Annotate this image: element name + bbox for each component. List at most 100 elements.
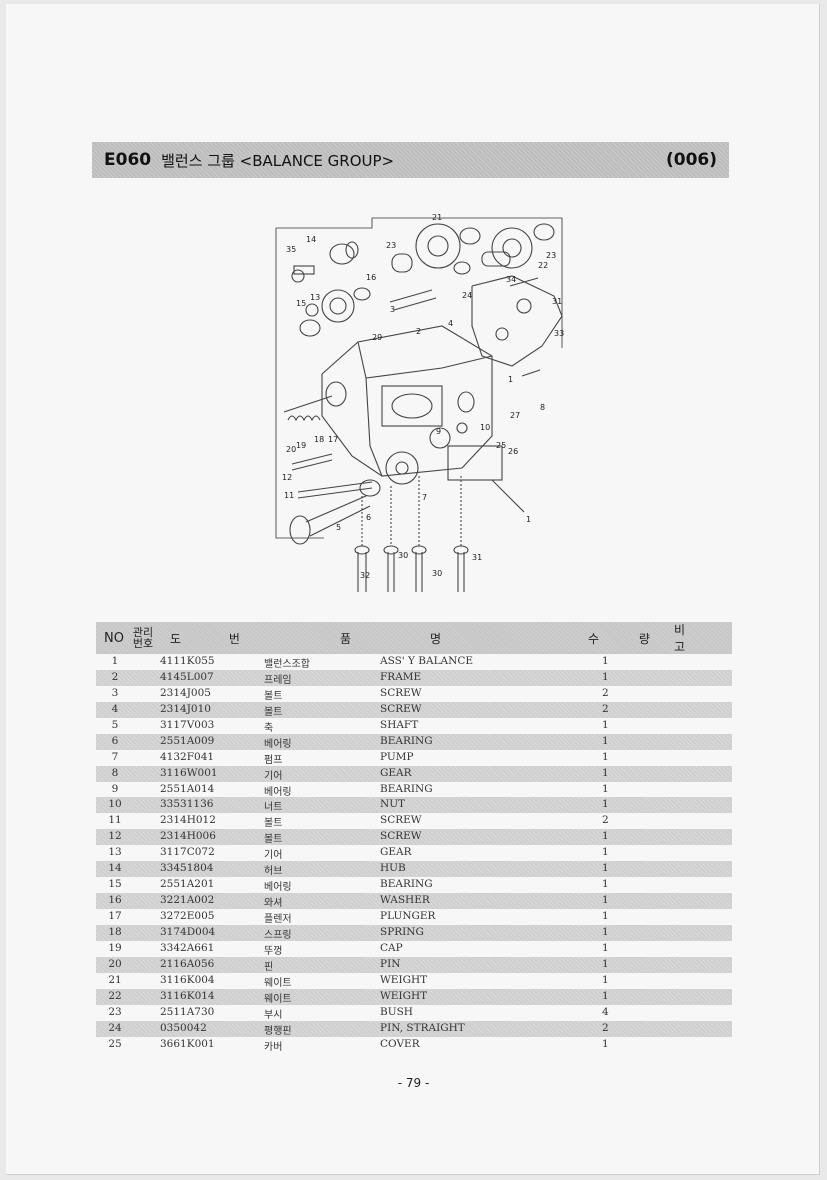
quantity: 1 [602,718,609,731]
row-number: 9 [111,782,119,795]
page-number: - 79 - [397,1076,430,1090]
callout-3: 3 [390,305,395,314]
part-name-english: SCREW [380,814,422,827]
header-part-name: 품 명 [336,622,616,654]
callout-25: 25 [496,441,506,450]
part-name-korean: 볼트 [264,706,283,718]
header-mgmt-top: 관리 [132,626,154,639]
callout-1b: 1 [526,515,531,524]
callout-9: 9 [436,427,441,436]
part-name-korean: 기어 [264,770,283,782]
part-number: 0350042 [160,1021,207,1034]
part-number: 4145L007 [160,670,214,683]
part-name-english: PIN [380,957,401,970]
part-number: 3116K014 [160,989,215,1002]
part-name-english: PUMP [380,750,414,763]
part-name-english: COVER [380,1037,420,1050]
part-number: 2116A056 [160,957,215,970]
callout-31: 31 [552,297,562,306]
quantity: 2 [602,1021,609,1034]
part-number: 3342A661 [160,941,215,954]
row-number: 17 [108,910,122,922]
callout-4: 4 [448,319,453,328]
part-name-english: BEARING [380,734,433,747]
part-name-korean: 밸런스조합 [264,659,310,670]
quantity: 1 [602,910,609,922]
row-number: 6 [111,734,119,747]
part-name-korean: 프레임 [264,674,292,686]
part-number: 2551A201 [160,878,215,891]
part-number: 3117C072 [160,846,215,859]
row-number: 15 [108,878,122,891]
row-number: 10 [108,798,122,811]
part-number: 2314J010 [160,702,211,715]
row-number: 4 [111,702,119,715]
quantity: 1 [602,846,609,859]
part-number: 3117V003 [160,718,215,731]
row-number: 23 [108,1005,122,1018]
quantity: 1 [602,798,609,811]
quantity: 1 [602,862,609,875]
quantity: 1 [602,957,609,970]
part-name-english: BEARING [380,782,433,795]
callout-35: 35 [286,245,296,254]
header-note: 비 고 [674,623,704,654]
part-number: 3661K001 [160,1037,215,1050]
part-name-english: PLUNGER [380,910,436,922]
part-name-korean: 볼트 [264,690,283,702]
part-name-korean: 부시 [264,1009,283,1021]
callout-27: 27 [510,411,520,420]
part-number: 2551A009 [160,734,215,747]
section-title: 밸런스 그룹 <BALANCE GROUP> [161,151,395,170]
row-number: 12 [108,830,122,843]
part-name-english: FRAME [380,670,422,683]
part-number: 33531136 [160,798,214,811]
callout-7: 7 [422,493,427,502]
quantity: 1 [602,655,609,667]
part-number: 3116W001 [160,766,218,779]
quantity: 1 [602,973,609,986]
header-no: NO [104,630,124,646]
part-name-korean: 스프링 [264,929,292,941]
callout-1a: 1 [508,375,513,384]
part-name-english: SPRING [380,925,424,938]
quantity: 1 [602,989,609,1002]
quantity: 1 [602,878,609,891]
part-name-korean: 와셔 [264,898,283,910]
part-number: 3116K004 [160,973,215,986]
part-number: 33451804 [160,862,214,875]
callout-24: 24 [462,291,472,300]
callout-5: 5 [336,523,341,532]
callout-22: 22 [538,261,548,270]
part-name-korean: 평행핀 [264,1025,292,1037]
part-number: 2511A730 [160,1005,215,1018]
row-number: 11 [108,814,122,827]
part-name-english: WEIGHT [380,989,428,1002]
part-name-korean: 베어링 [264,882,292,894]
callout-13: 13 [310,293,320,302]
callout-16: 16 [366,273,376,282]
callout-21: 21 [432,213,442,222]
row-number: 16 [108,894,122,907]
header-quantity: 수 량 [588,631,668,646]
part-number: 2314H012 [160,814,216,827]
callout-14: 14 [306,235,316,244]
row-number: 14 [108,862,122,875]
part-name-korean: 핀 [264,961,274,973]
part-number: 3272E005 [160,910,215,922]
part-name-korean: 기어 [264,850,283,862]
row-number: 8 [111,766,119,779]
